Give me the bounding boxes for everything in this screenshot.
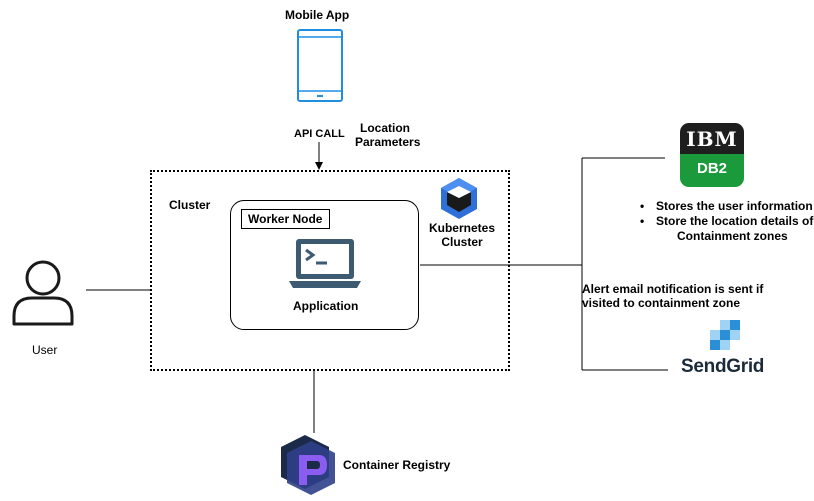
db2-notes-list: Stores the user information Store the lo… xyxy=(640,199,813,229)
ibm-logo-text: IBM xyxy=(680,123,744,154)
api-call-label: API CALL xyxy=(294,128,345,140)
kubernetes-cluster-label: Kubernetes Cluster xyxy=(428,221,496,249)
cluster-label: Cluster xyxy=(169,198,211,212)
user-icon xyxy=(12,260,74,326)
laptop-terminal-icon xyxy=(289,239,361,288)
container-registry-icon xyxy=(281,435,335,495)
kubernetes-icon xyxy=(441,178,477,219)
worker-node-label: Worker Node xyxy=(241,209,330,229)
mobile-app-label: Mobile App xyxy=(285,8,350,22)
ibm-db2-logo: IBM DB2 xyxy=(680,123,744,187)
location-parameters-label: Location Parameters xyxy=(355,121,421,149)
mobile-phone-icon xyxy=(297,29,343,102)
application-label: Application xyxy=(293,299,359,313)
worker-node-box xyxy=(230,200,419,330)
sendgrid-logo-text: SendGrid xyxy=(681,356,765,377)
sendgrid-icon xyxy=(710,320,740,350)
db2-note-item: Store the location details of xyxy=(640,214,813,229)
user-label: User xyxy=(32,343,58,357)
db2-note-item: Stores the user information xyxy=(640,199,813,214)
db2-logo-text: DB2 xyxy=(680,154,744,187)
container-registry-label: Container Registry xyxy=(343,458,451,472)
db2-note-continuation: Containment zones xyxy=(677,229,788,243)
cluster-boundary xyxy=(150,170,510,371)
alert-notification-text: Alert email notification is sent if visi… xyxy=(582,282,764,310)
